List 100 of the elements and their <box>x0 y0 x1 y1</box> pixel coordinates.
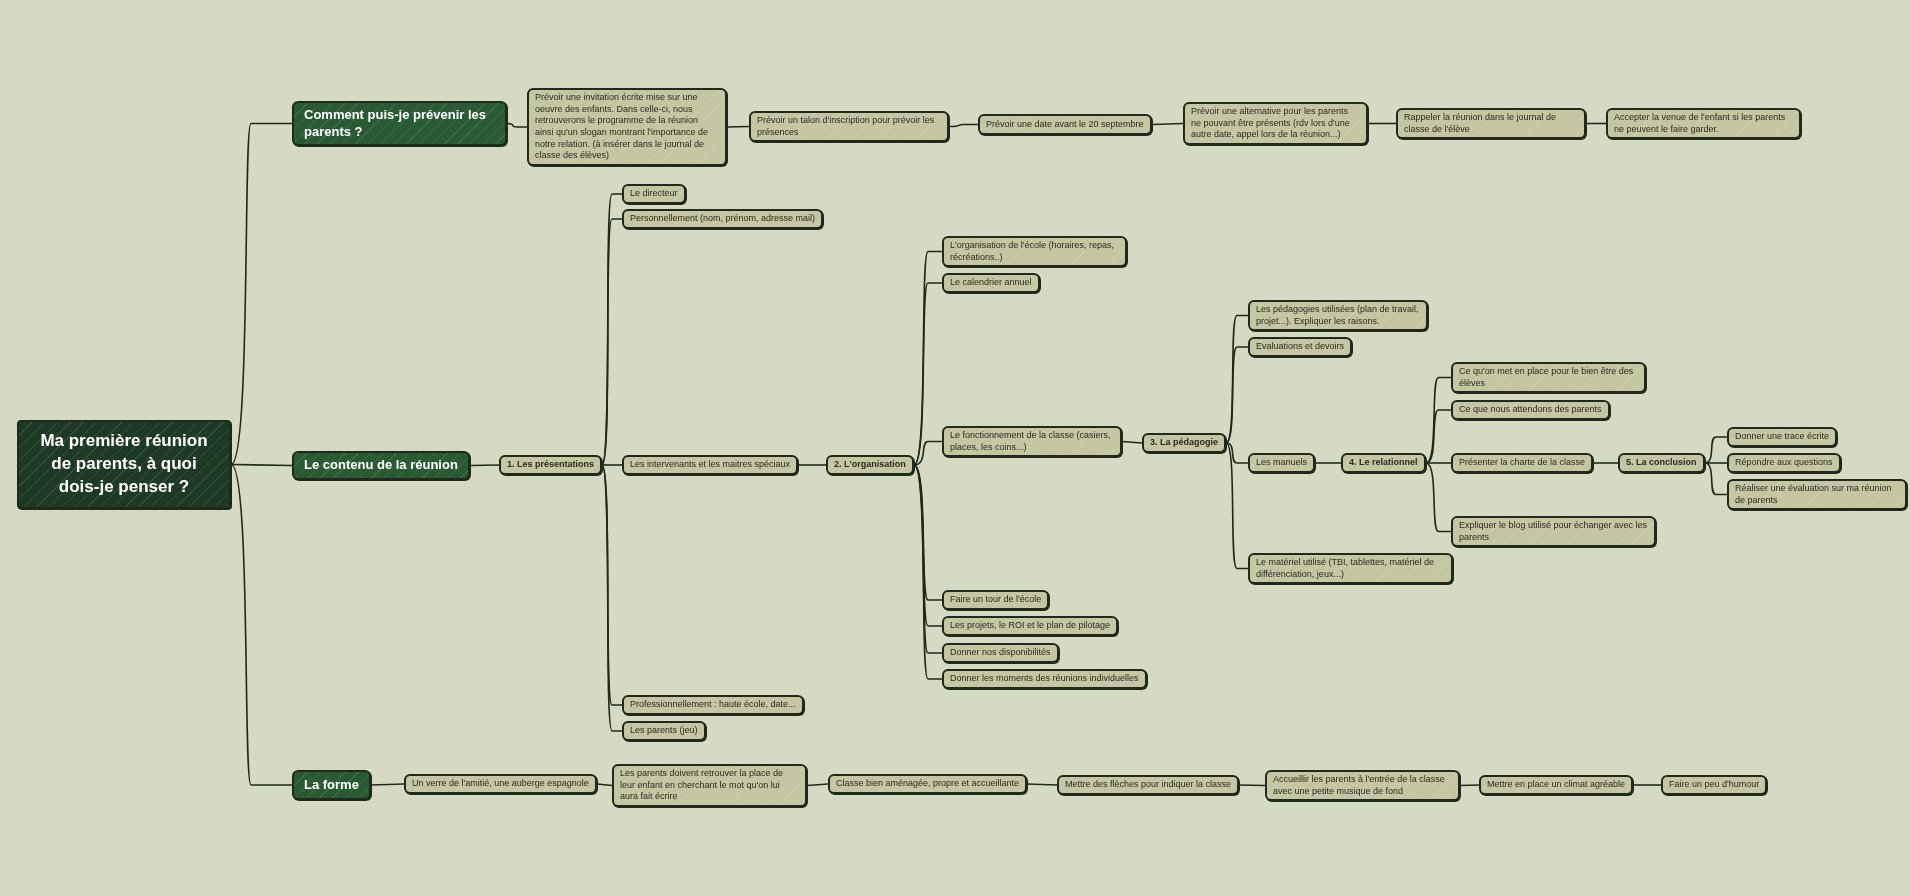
idea-box <box>1265 770 1460 802</box>
connector-line <box>1026 783 1058 786</box>
connector-line <box>1585 122 1607 125</box>
node-text: Répondre aux questions <box>1735 457 1833 469</box>
node-text: Donner nos disponibilités <box>950 647 1051 659</box>
node-text: Accepter la venue de l'enfant si les parents ne peuvent le faire garder. <box>1614 112 1787 136</box>
central-topic-box <box>17 420 231 509</box>
idea-box <box>1248 337 1353 357</box>
idea-box <box>942 273 1040 293</box>
connector-line <box>1367 122 1397 125</box>
node-text: Le matériel utilisé (TBI, tablettes, matériel de différenciation, jeux...) <box>1256 557 1436 581</box>
idea-box <box>942 669 1147 689</box>
node-text: Ma première réunion de parents, à quoi dois-je penser ? <box>39 430 209 498</box>
connector-line <box>1314 462 1342 464</box>
idea-box <box>1057 775 1240 795</box>
connector-line <box>601 464 623 466</box>
main-topic-box <box>292 770 371 800</box>
idea-box <box>1183 102 1368 146</box>
idea-box <box>1727 479 1907 511</box>
connector-line <box>1704 462 1728 464</box>
idea-box <box>622 184 686 204</box>
idea-box <box>1606 108 1801 140</box>
main-topic-box <box>292 101 507 146</box>
connector-line <box>948 123 979 128</box>
node-text: 2. L'organisation <box>834 459 906 471</box>
connector-line <box>1151 122 1184 126</box>
idea-box <box>828 774 1028 794</box>
node-text: Donner les moments des réunions individuelles <box>950 673 1139 685</box>
main-topic-box <box>292 451 470 480</box>
idea-box <box>1661 775 1768 795</box>
step-topic-box <box>1142 433 1226 453</box>
idea-box <box>404 774 597 794</box>
connector-line <box>596 783 613 787</box>
node-text: Accueillir les parents à l'entrée de la classe avec une petite musique de fond <box>1273 774 1446 798</box>
connector-line <box>1225 442 1249 464</box>
node-text: Les pédagogies utilisées (plan de travail, projet...). Expliquer les raisons. <box>1256 304 1420 328</box>
connector-line <box>1704 462 1728 496</box>
node-text: Ce que nous attendons des parents <box>1459 404 1602 416</box>
connector-line <box>469 464 500 467</box>
idea-box <box>749 111 949 143</box>
connector-line <box>1225 442 1249 570</box>
node-text: L'organisation de l'école (horaires, repas, récréations..) <box>950 240 1116 264</box>
connector-line <box>1592 462 1619 464</box>
idea-box <box>1727 427 1838 447</box>
idea-box <box>622 695 804 715</box>
node-text: Classe bien aménagée, propre et accueillante <box>836 778 1020 790</box>
connector-line <box>1225 346 1249 444</box>
idea-box <box>612 764 807 808</box>
step-topic-box <box>1618 453 1705 473</box>
node-text: Ce qu'on met en place pour le bien être des élèves <box>1459 366 1635 390</box>
idea-box <box>1451 516 1656 548</box>
node-text: Les manuels <box>1256 457 1308 469</box>
connector-line <box>806 783 829 787</box>
idea-box <box>942 616 1119 636</box>
idea-box <box>942 643 1059 663</box>
node-text: 5. La conclusion <box>1626 457 1697 469</box>
idea-box <box>622 455 799 475</box>
node-text: Les parents doivent retrouver la place de leur enfant en cherchant le mot qu'on lui aura fait écrire <box>620 768 785 804</box>
node-text: Prévoir une invitation écrite mise sur une oeuvre des enfants. Dans celle-ci, nous retrouverons le programme de la réunion ainsi qu'un slogan montrant l'importance de notre relation. (à insérer dans le journal de classe des élèves) <box>535 92 710 163</box>
node-text: Les projets, le ROI et le plan de pilotage <box>950 620 1111 632</box>
connector-line <box>230 122 293 466</box>
node-text: Les parents (jeu) <box>630 725 698 737</box>
node-text: Professionnellement : haute école, date... <box>630 699 796 711</box>
node-text: 1. Les présentations <box>507 459 595 471</box>
node-text: La forme <box>304 776 359 794</box>
connector-line <box>726 125 750 128</box>
node-text: Comment puis-je prévenir les parents ? <box>304 106 488 141</box>
node-text: Evaluations et devoirs <box>1256 341 1345 353</box>
connector-line <box>230 463 293 467</box>
node-text: Présenter la charte de la classe <box>1459 457 1586 469</box>
idea-box <box>1248 300 1428 332</box>
connector-line <box>797 464 827 466</box>
node-text: Donner une trace écrite <box>1735 431 1830 443</box>
node-text: 4. Le relationnel <box>1349 457 1418 469</box>
node-text: Personnellement (nom, prénom, adresse mail) <box>630 213 816 225</box>
idea-box <box>1451 400 1610 420</box>
idea-box <box>942 426 1122 458</box>
idea-box <box>622 209 824 229</box>
node-text: Un verre de l'amitié, une auberge espagnole <box>412 778 589 790</box>
idea-box <box>942 236 1127 268</box>
node-text: Les intervenants et les maitres spéciaux <box>630 459 791 471</box>
node-text: Réaliser une évaluation sur ma réunion de parents <box>1735 483 1893 507</box>
connector-line <box>1121 440 1143 444</box>
node-text: Expliquer le blog utilisé pour échanger avec les parents <box>1459 520 1648 544</box>
node-text: 3. La pédagogie <box>1150 437 1218 449</box>
node-text: Mettre des flèches pour indiquer la classe <box>1065 779 1232 791</box>
connector-line <box>1704 436 1728 464</box>
step-topic-box <box>826 455 914 475</box>
connector-line <box>1238 784 1266 787</box>
idea-box <box>622 721 706 741</box>
node-text: Prévoir une alternative pour les parents ne pouvant être présents (rdv lors d'une autre date, appel lors de la réunion...) <box>1191 106 1351 142</box>
step-topic-box <box>499 455 603 475</box>
node-text: Le calendrier annuel <box>950 277 1032 289</box>
idea-box <box>527 88 727 167</box>
idea-box <box>1248 453 1316 473</box>
connector-line <box>1632 784 1662 786</box>
idea-box <box>1396 108 1586 140</box>
idea-box <box>1727 453 1841 473</box>
node-text: Prévoir une date avant le 20 septembre <box>986 118 1144 131</box>
node-text: Faire un tour de l'école <box>950 594 1042 606</box>
